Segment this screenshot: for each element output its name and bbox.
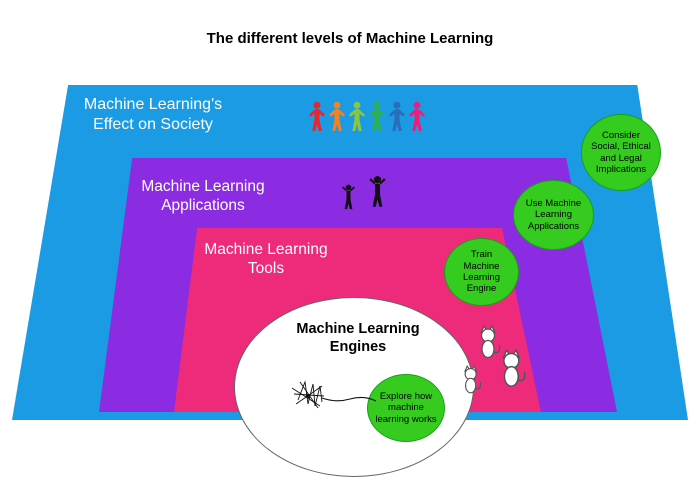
society-action-badge: Consider Social, Ethical and Legal Impli… bbox=[581, 114, 661, 191]
person-icon bbox=[409, 101, 425, 131]
level-tools-label: Machine Learning Tools bbox=[204, 241, 328, 278]
person-icon bbox=[369, 176, 386, 207]
society-people-icons bbox=[307, 101, 427, 132]
level-society-label: Machine Learning's Effect on Society bbox=[83, 96, 223, 133]
person-icon bbox=[369, 101, 385, 131]
cats-icon bbox=[464, 325, 526, 394]
level-applications-label: Machine Learning Applications bbox=[141, 178, 265, 215]
engines-action-badge: Explore how machine learning works bbox=[367, 374, 445, 442]
diagram-title: The different levels of Machine Learning bbox=[206, 30, 494, 47]
person-icon bbox=[341, 184, 356, 210]
scribble-icon bbox=[291, 380, 377, 409]
level-engines-label: Machine Learning Engines bbox=[296, 321, 420, 356]
person-icon bbox=[329, 101, 345, 131]
person-icon bbox=[309, 101, 325, 131]
person-icon bbox=[389, 101, 405, 131]
tools-action-badge: Train Machine Learning Engine bbox=[444, 238, 519, 306]
person-icon bbox=[349, 101, 365, 131]
applications-action-badge: Use Machine Learning Applications bbox=[513, 180, 594, 250]
